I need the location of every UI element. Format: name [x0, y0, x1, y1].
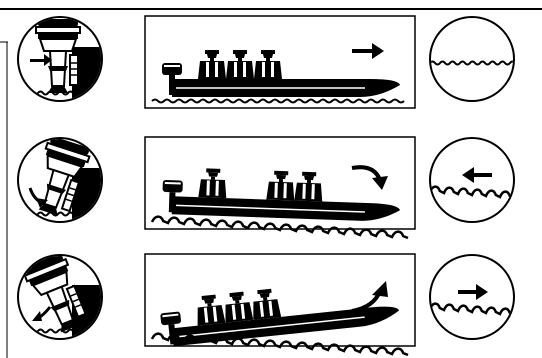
- trim-row-trimmed-in: [18, 135, 514, 238]
- wave-icon: [430, 138, 514, 222]
- trim-row-trimmed-out: [18, 252, 514, 355]
- inflatable-boat-icon: [145, 137, 415, 238]
- outboard-engine-icon: [18, 17, 112, 107]
- wave-icon: [430, 17, 520, 101]
- outboard-engine-icon: [18, 252, 112, 345]
- inflatable-boat-icon: [145, 254, 415, 355]
- outboard-engine-icon: [18, 135, 112, 228]
- inflatable-boat-icon: [145, 16, 415, 108]
- wave-icon: [430, 255, 514, 339]
- trim-row-neutral: [18, 16, 520, 108]
